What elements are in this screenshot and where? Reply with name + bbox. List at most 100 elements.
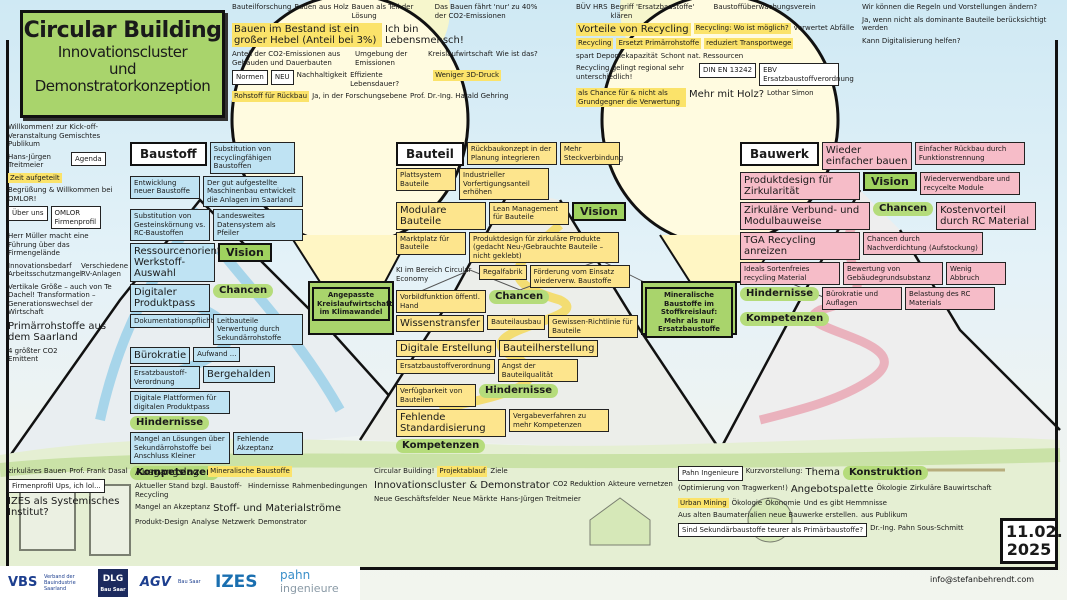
- category-label: Hindernisse: [130, 416, 210, 430]
- section-sign-bauwerk: Bauwerk: [740, 142, 819, 166]
- note-bauteil: Lean Management für Bauteile: [489, 201, 569, 225]
- logo-vbs-sub: Verband der Bauindustrie Saarland: [44, 574, 76, 592]
- note-bottom: Projektablauf: [437, 466, 488, 477]
- note-bottom: Hans-Jürgen Treitmeier: [500, 494, 581, 503]
- note-balloon2: Wir können die Regeln und Vorstellungen …: [862, 3, 1038, 11]
- note-balloon2: BÜV HRS: [576, 3, 608, 11]
- vision-sign: Vision: [863, 172, 917, 191]
- note-bottom: CO2 Reduktion: [552, 479, 606, 488]
- note-balloon1: Bauen im Bestand ist ein großer Hebel (A…: [232, 23, 382, 47]
- note-balloon1: Weniger 3D-Druck: [433, 70, 502, 81]
- note-bauteil: Modulare Bauteile: [396, 201, 486, 230]
- note-balloon2: als Chance für & nicht als Grundgegner d…: [576, 88, 686, 107]
- note-bottom: Produkt-Design: [135, 518, 189, 526]
- section-sign-baustoff: Baustoff: [130, 142, 207, 166]
- note-balloon1: Bauen aus Holz: [294, 3, 349, 11]
- note-bauwerk: Chancen durch Nachverdichtung (Aufstocku…: [863, 232, 983, 255]
- note-balloon1: Rohstoff für Rückbau: [232, 91, 310, 102]
- logo-dlg-text: DLG: [102, 574, 124, 584]
- note-bottom: Dr.-Ing. Pahn Sous-Schmitt: [870, 523, 964, 532]
- note-intro: Hans-Jürgen Treitmeier: [8, 152, 51, 170]
- note-bauteil: Verfügbarkeit von Bauteilen: [396, 384, 476, 407]
- note-baustoff: Aufwand ...: [193, 347, 241, 362]
- note-intro: OMLOR Firmenprofil: [50, 206, 101, 229]
- logo-agv-sub: Bau Saar: [178, 579, 201, 585]
- note-bauwerk: Wieder einfacher bauen: [821, 142, 912, 170]
- note-bauwerk: Bewertung von Gebäudegrundsubstanz: [843, 262, 943, 285]
- note-balloon2: verwertet Abfälle: [793, 24, 855, 32]
- note-bauteil: Industrieller Vorfertigungsanteil erhöhe…: [459, 168, 549, 200]
- note-bauteil: Produktdesign für zirkuläre Produkte (ge…: [469, 231, 619, 263]
- note-balloon1: Ja, in der Forschungsebene: [312, 92, 407, 100]
- category-label: Chancen: [489, 290, 550, 304]
- title-box: Circular Building Innovationscluster und…: [20, 10, 225, 118]
- note-bauwerk: Belastung des RC Materials: [905, 287, 996, 310]
- category-label: Konstruktion: [842, 466, 929, 480]
- note-bauwerk: Bürokratie und Auflagen: [822, 287, 903, 310]
- note-balloon2: Schont nat. Ressourcen: [660, 51, 744, 60]
- notes-region-intro: Willkommen! zur Kick-off-Veranstaltung G…: [8, 122, 128, 365]
- note-baustoff: Substitution von recyclingfähigen Bausto…: [209, 142, 295, 174]
- logo-dlg-sub: Bau Saar: [100, 587, 126, 593]
- note-balloon1: Wie ist das?: [495, 50, 538, 58]
- vision-sign: Vision: [218, 242, 272, 262]
- note-balloon1: Ich bin Lebensmensch!: [385, 24, 464, 46]
- section-sign-bauteil: Bauteil: [396, 142, 464, 166]
- note-bottom: Ökologie: [876, 483, 908, 492]
- note-balloon1: Nachhaltigkeit: [296, 71, 348, 79]
- note-baustoff: Landesweites Datensystem als Pfeiler: [213, 209, 303, 241]
- notes-region-basket2: Mineralische Baustoffe im Stoffkreislauf…: [645, 287, 733, 338]
- note-balloon2: DIN EN 13242: [699, 63, 757, 78]
- note-baustoff: Entwicklung neuer Baustoffe: [130, 175, 200, 199]
- note-intro: Herr Müller macht eine Führung über das …: [8, 232, 89, 257]
- note-bottom: Und es gibt Hemmnisse: [803, 498, 887, 507]
- notes-region-tr: Wir können die Regeln und Vorstellungen …: [862, 2, 1058, 46]
- note-bottom: (Optimierung von Tragwerken!): [678, 483, 788, 492]
- logo-vbs: VBS: [8, 575, 38, 590]
- note-balloon1: Das Bauen fährt 'nur' zu 40% der CO2-Emi…: [434, 3, 538, 20]
- note-bauteil: Rückbaukonzept in der Planung integriere…: [466, 142, 557, 165]
- note-balloon1: Effiziente Lebensdauer?: [350, 71, 400, 88]
- note-bottom: Prof. Frank Dasal: [69, 467, 128, 475]
- note-bauteil: Vorbildfunktion öffentl. Hand: [396, 290, 486, 313]
- note-bauteil: Ersatzbaustoffverordnung: [396, 359, 495, 374]
- note-bottom: Demonstrator: [257, 518, 307, 526]
- note-baustoff: Substitution von Gesteinskörnung vs. RC-…: [130, 209, 210, 241]
- category-label: Kompetenzen: [740, 312, 830, 326]
- note-bottom: Aus alten Baumaterialien neue Bauwerke e…: [678, 511, 858, 519]
- note-bottom: Urban Mining: [678, 497, 729, 508]
- category-label: Kompetenzen: [130, 465, 220, 480]
- note-bauteil: Plattsystem Bauteile: [396, 168, 456, 191]
- note-intro: Agenda: [71, 151, 106, 166]
- note-intro: 4 größter CO2 Emittent: [8, 346, 58, 364]
- note-balloon2: EBV Ersatzbaustoffverordnung: [759, 63, 854, 86]
- logo-agv: AGV: [140, 575, 171, 590]
- title-sub: Innovationscluster: [57, 43, 188, 61]
- note-bauteil: Mehr Steckverbindung: [559, 142, 623, 165]
- note-balloon1: Umgebung der Emissionen: [355, 50, 408, 67]
- note-bauteil: Bauteilausbau: [487, 315, 546, 330]
- note-balloon2: Ersetzt Primärrohstoffe: [616, 38, 702, 49]
- note-bauteil: KI im Bereich Circular Economy: [396, 266, 472, 283]
- note-bottom: Netzwerk: [222, 518, 255, 526]
- note-balloon2: Recycling gelingt regional sehr untersch…: [576, 64, 685, 81]
- note-bauteil: Vergabeverfahren zu mehr Kompetenzen: [509, 409, 609, 432]
- note-balloon2: Vorteile von Recycling: [576, 23, 691, 36]
- note-balloon1: NEU: [270, 70, 294, 85]
- note-baustoff: Fehlende Akzeptanz: [233, 432, 303, 455]
- note-bottom: Zirkuläre Bauwirtschaft: [910, 483, 992, 492]
- note-intro: Willkommen! zur Kick-off-Veranstaltung G…: [8, 123, 101, 148]
- note-baustoff: Ressourcenorientierte Werkstoff-Auswahl: [130, 242, 244, 282]
- note-bauwerk: Kostenvorteil durch RC Material: [936, 202, 1037, 230]
- logo-pahn-sub: ingenieure: [280, 582, 339, 595]
- note-bottom: Analyse: [191, 518, 220, 526]
- house-icon: [589, 497, 651, 546]
